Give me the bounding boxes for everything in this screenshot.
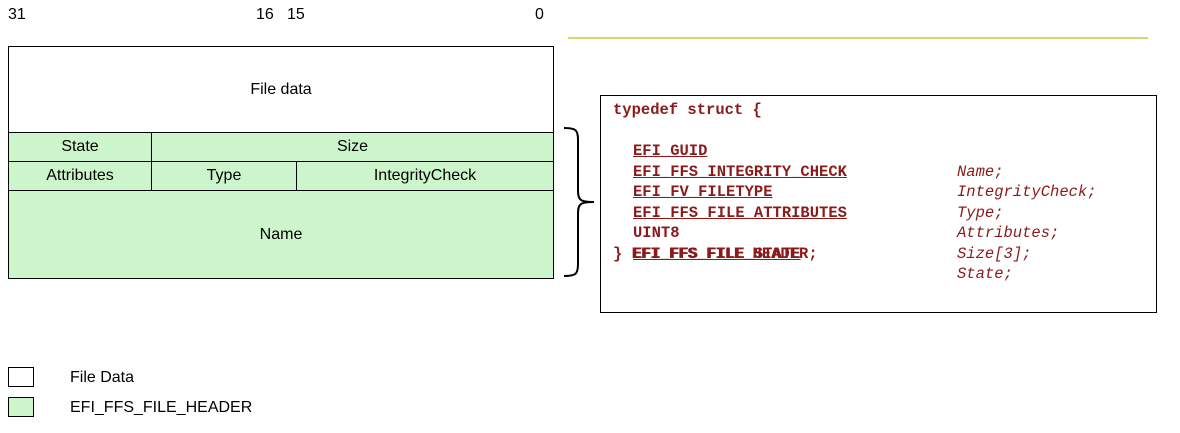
code-field-row: UINT8 Size[3]; [613,203,1156,263]
bit-16-label: 16 [256,6,274,23]
type-field: Type [151,161,297,191]
legend-swatch-header [8,397,34,417]
code-field-name: Name; [957,162,1004,181]
name-label: Name [259,225,303,243]
code-field-row: EFI_FV_FILETYPE Type; [613,162,1156,222]
file-data-label: File data [250,80,312,98]
legend-label-header: EFI_FFS_FILE_HEADER [70,399,253,416]
separator-rule [568,37,1148,39]
integrity-check-field: IntegrityCheck [296,161,554,191]
integrity-check-label: IntegrityCheck [373,167,477,184]
state-label: State [61,138,99,155]
attributes-label: Attributes [46,167,114,184]
name-field: Name [8,190,554,279]
file-data-block: File data [8,46,554,133]
bit-0-label: 0 [535,6,544,23]
code-field-type: EFI_FV_FILETYPE [633,183,773,201]
code-close-line: } EFI_FFS_FILE_HEADER; [613,244,818,263]
code-field-name: Type; [957,203,1004,222]
code-field-row: EFI_FFS_FILE_ATTRIBUTES Attributes; [613,182,1156,243]
brace-connector [563,127,595,277]
legend-swatch-file-data [8,367,34,387]
attributes-field: Attributes [8,161,152,191]
code-field-name: Size[3]; [957,244,1032,263]
type-label: Type [206,167,242,184]
code-field-type: EFI_FFS_FILE_STATE [633,244,801,263]
size-field: Size [151,132,554,162]
code-open-line: typedef struct { [613,101,762,119]
code-field-name: Attributes; [957,224,1060,242]
code-field-type: EFI_FFS_FILE_ATTRIBUTES [633,203,847,222]
code-field-type: EFI_FFS_INTEGRITY_CHECK [633,162,847,181]
code-field-type: UINT8 [633,224,680,242]
bit-15-label: 15 [287,6,305,23]
code-field-row: EFI_FFS_INTEGRITY_CHECK IntegrityCheck; [613,141,1156,202]
code-field-name: IntegrityCheck; [957,183,1097,201]
state-field: State [8,132,152,162]
code-field-type: EFI_GUID [633,142,708,160]
size-label: Size [336,138,369,155]
code-field-row: EFI_FFS_FILE_STATE State; [613,223,1156,284]
struct-code-box: typedef struct { EFI_GUID Name; EFI_FFS_… [600,95,1157,313]
bit-31-label: 31 [8,6,26,23]
legend-label-file-data: File Data [70,369,135,386]
code-field-row: EFI_GUID Name; [613,121,1156,181]
code-field-name: State; [957,265,1013,283]
